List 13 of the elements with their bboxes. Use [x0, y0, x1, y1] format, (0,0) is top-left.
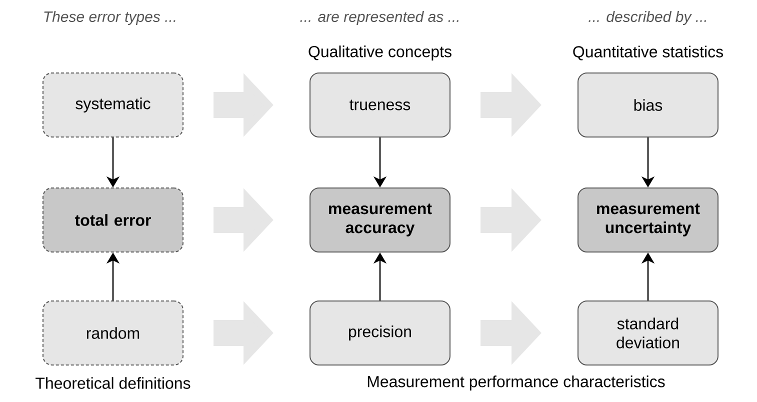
dashed-box: systematic — [42, 72, 184, 138]
rounded-box: bias — [578, 72, 718, 138]
column-heading: ... described by ... — [588, 11, 706, 25]
rounded-box: standard deviation — [578, 300, 718, 366]
group-label: Measurement performance characteristics — [368, 376, 665, 390]
dashed-box: random — [42, 300, 184, 366]
rounded-box: precision — [310, 300, 450, 366]
dashed-box: total error — [42, 188, 184, 252]
column-heading: ... are represented as ... — [300, 11, 458, 25]
rounded-box: measurement uncertainty — [578, 188, 718, 252]
rounded-box: measurement accuracy — [310, 188, 450, 252]
rounded-box: trueness — [310, 72, 450, 138]
column-heading: These error types ... — [44, 11, 176, 25]
